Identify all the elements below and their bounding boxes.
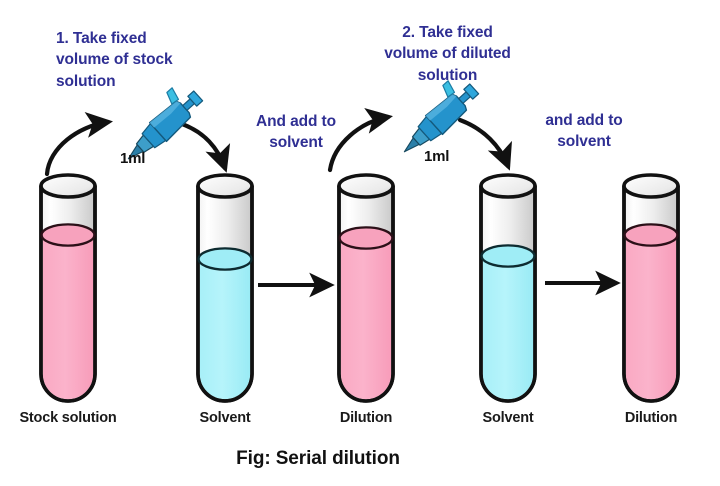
curved-arrow-pickup-2 xyxy=(327,108,393,173)
tube-solvent-1 xyxy=(196,173,254,403)
meniscus-solvent-1 xyxy=(197,247,253,271)
add-to-solvent-note-1: And add to solvent xyxy=(256,113,336,152)
tube-rim-dilution-2 xyxy=(622,173,680,199)
pipette-ejector-lever xyxy=(166,87,180,105)
step-1-note: 1. Take fixed volume of stock solution xyxy=(56,30,173,90)
tube-rim-dilution-1 xyxy=(337,173,395,199)
tube-label-solvent-1: Solvent xyxy=(199,410,251,426)
curved-arrow-dispense-2 xyxy=(457,117,512,171)
tube-label-dilution-1: Dilution xyxy=(339,410,393,426)
add-to-solvent-note-2: and add to solvent xyxy=(545,112,623,151)
volume-label-1: 1ml xyxy=(120,150,146,167)
tube-rim-stock xyxy=(39,173,97,199)
curved-arrow-pickup-1 xyxy=(44,111,113,177)
pipette-2 xyxy=(403,80,480,153)
pipette-highlight xyxy=(149,101,181,128)
tube-solvent-2 xyxy=(479,173,537,403)
tube-rim-solvent-1 xyxy=(196,173,254,199)
meniscus-dilution-2 xyxy=(623,223,679,247)
pipette-plunger-button xyxy=(463,83,480,100)
tube-label-solvent-2: Solvent xyxy=(482,410,534,426)
tube-dilution-2 xyxy=(622,173,680,403)
meniscus-solvent-2 xyxy=(480,244,536,268)
tube-label-stock-solution: Stock solution xyxy=(19,410,117,426)
pipette-highlight xyxy=(425,94,457,121)
pipette-1 xyxy=(127,87,204,160)
volume-label-2: 1ml xyxy=(424,148,450,165)
step-2-note: 2. Take fixed volume of diluted solution xyxy=(384,24,511,84)
figure-caption: Fig: Serial dilution xyxy=(236,448,400,469)
pipette-tip-icon xyxy=(403,127,431,153)
tube-stock-solution xyxy=(39,173,97,403)
tube-label-dilution-2: Dilution xyxy=(624,410,678,426)
curved-arrow-dispense-1 xyxy=(179,121,231,173)
meniscus-stock xyxy=(40,223,96,247)
pipette-ejector-lever xyxy=(442,80,456,98)
pipette-plunger-button xyxy=(187,90,204,107)
tube-rim-solvent-2 xyxy=(479,173,537,199)
meniscus-dilution-1 xyxy=(338,226,394,250)
tube-dilution-1 xyxy=(337,173,395,403)
